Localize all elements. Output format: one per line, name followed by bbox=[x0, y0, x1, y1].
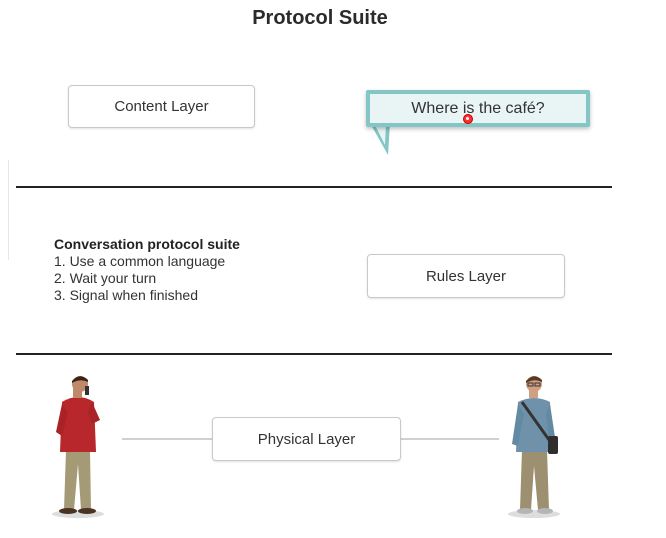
conversation-suite-list: Conversation protocol suite 1. Use a com… bbox=[54, 236, 240, 304]
person-with-bag-icon bbox=[508, 376, 560, 518]
conversation-suite-heading: Conversation protocol suite bbox=[54, 236, 240, 252]
physical-layer-label: Physical Layer bbox=[257, 430, 356, 448]
content-layer-box[interactable]: Content Layer bbox=[68, 85, 255, 128]
connector-line-right bbox=[401, 438, 499, 440]
divider-top bbox=[16, 186, 612, 188]
divider-bottom bbox=[16, 353, 612, 355]
speech-bubble[interactable]: Where is the café? bbox=[366, 90, 590, 127]
suite-item: 1. Use a common language bbox=[54, 253, 226, 269]
suite-item: 2. Wait your turn bbox=[54, 270, 157, 286]
pointer-cursor-icon bbox=[463, 114, 473, 124]
content-layer-label: Content Layer bbox=[114, 98, 209, 115]
person-on-phone-icon bbox=[52, 376, 104, 518]
physical-layer-box[interactable]: Physical Layer bbox=[212, 417, 401, 461]
left-edge-line bbox=[8, 160, 9, 260]
speech-bubble-tail bbox=[370, 123, 390, 155]
speech-bubble-text: Where is the café? bbox=[411, 99, 545, 117]
rules-layer-label: Rules Layer bbox=[425, 267, 507, 285]
suite-item: 3. Signal when finished bbox=[54, 287, 198, 303]
rules-layer-box[interactable]: Rules Layer bbox=[367, 254, 565, 298]
connector-line-left bbox=[122, 438, 212, 440]
page-title: Protocol Suite bbox=[252, 7, 388, 29]
